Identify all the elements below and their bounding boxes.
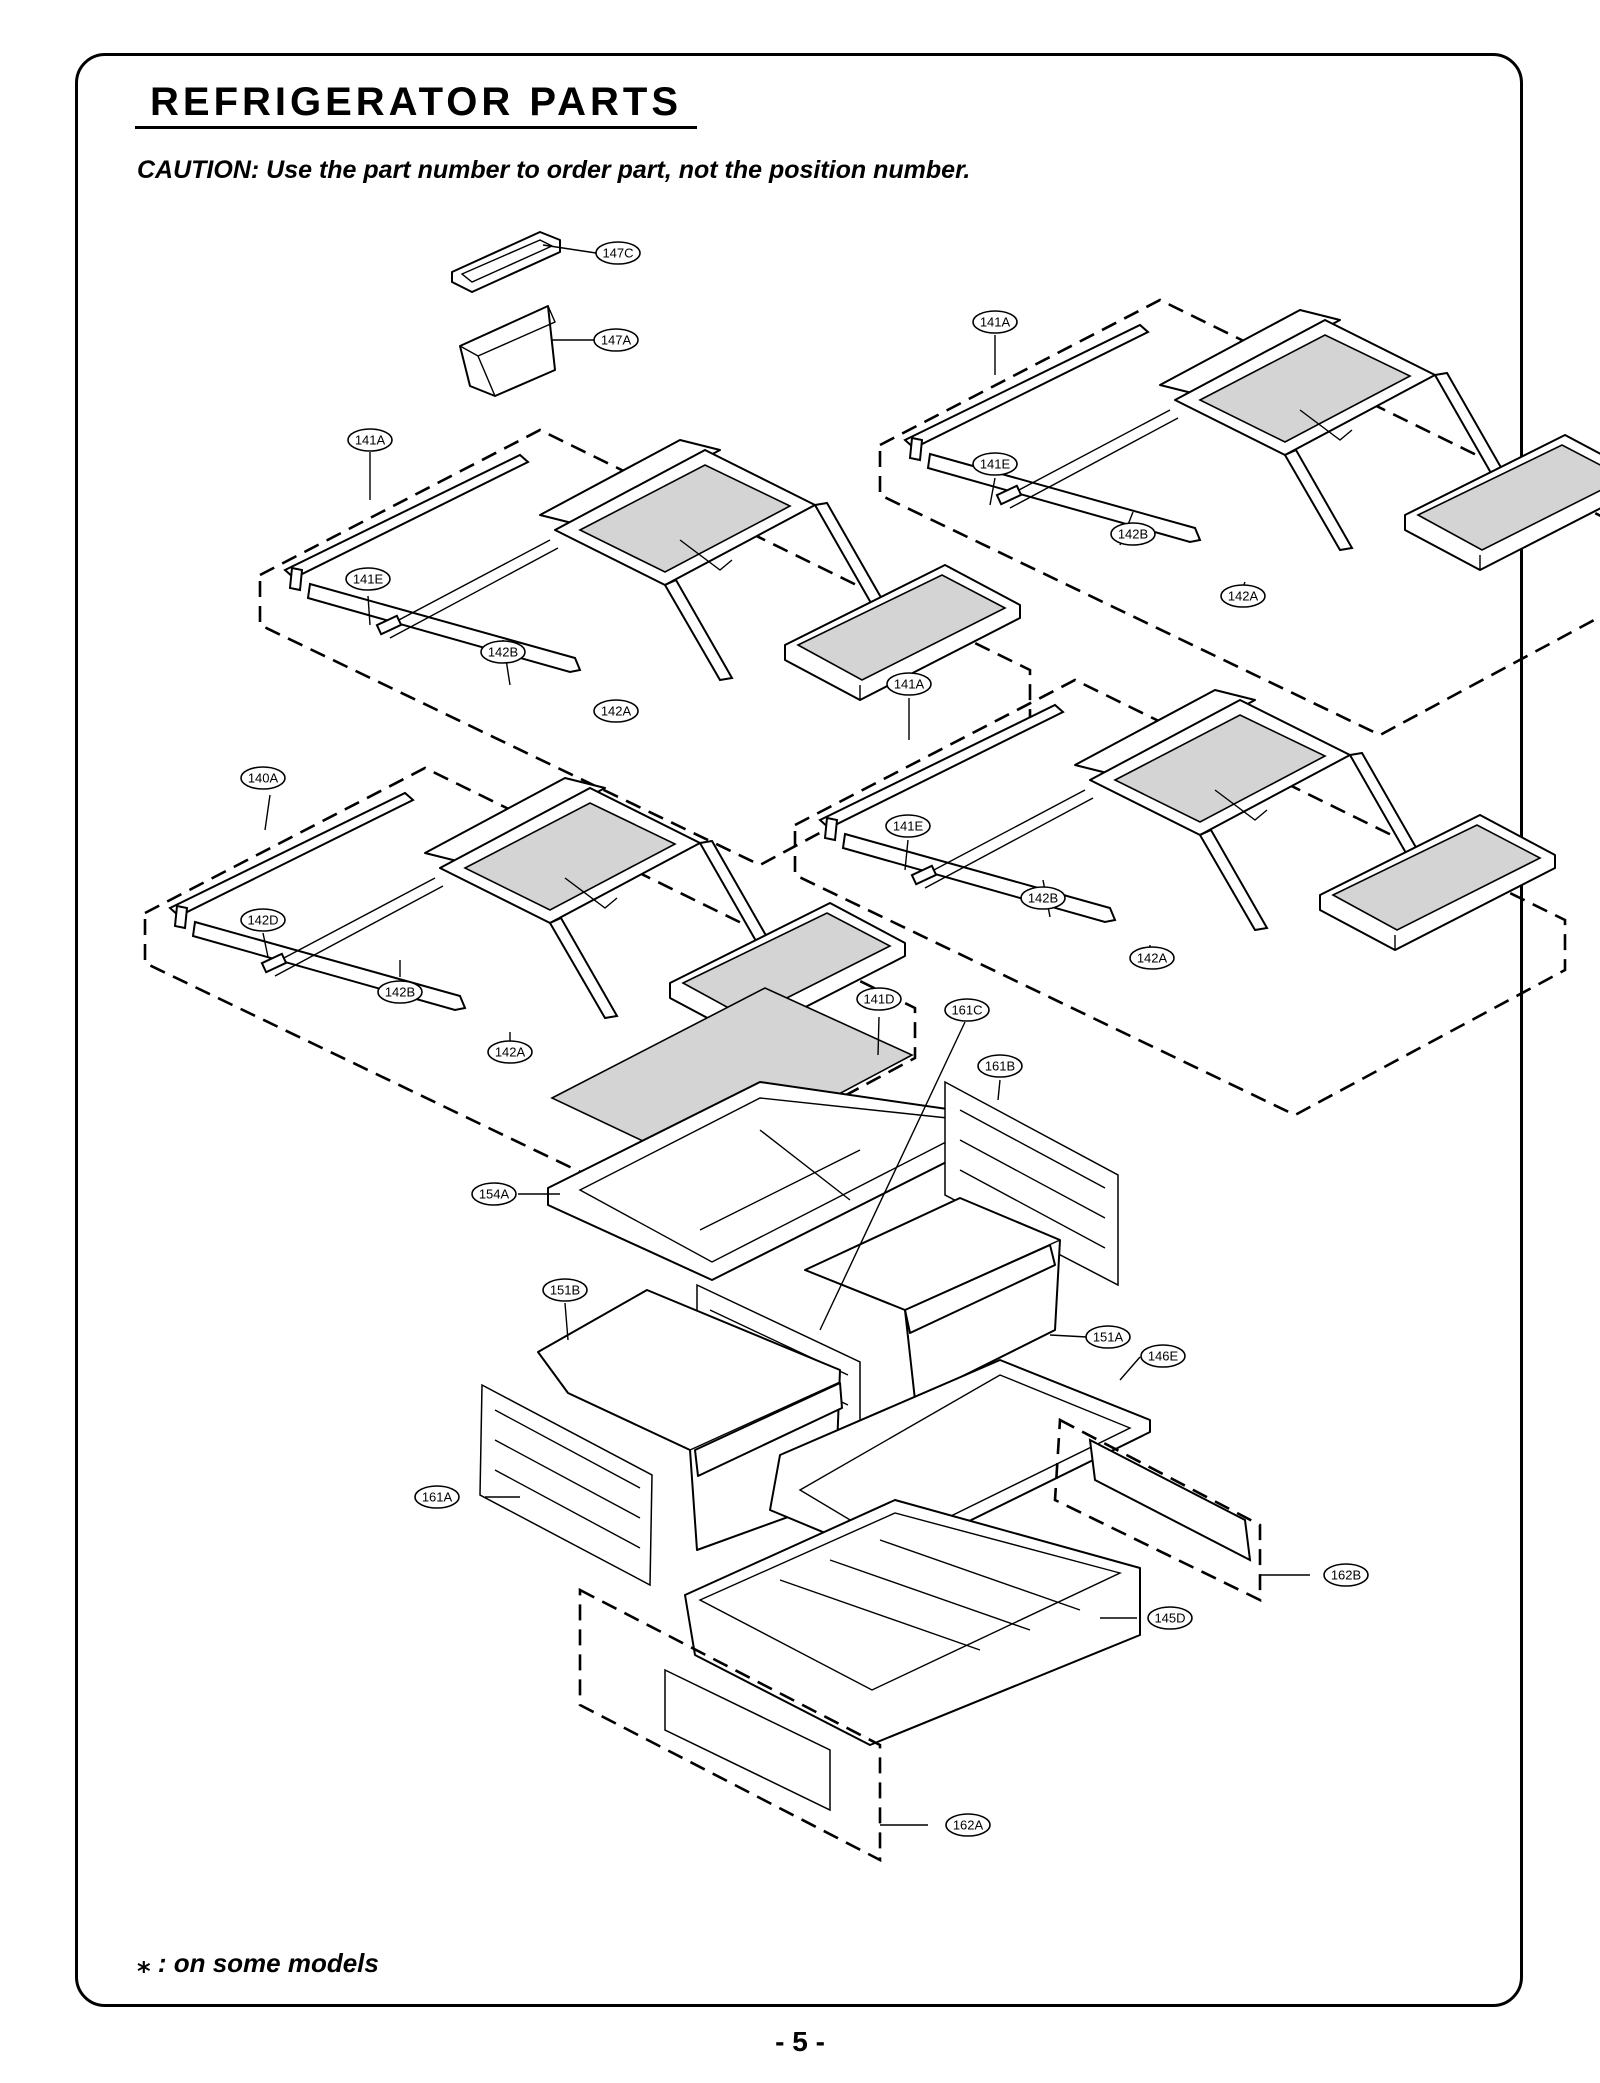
- svg-text:141E: 141E: [980, 457, 1011, 472]
- svg-text:142D: 142D: [247, 913, 278, 928]
- svg-text:162A: 162A: [953, 1818, 984, 1833]
- callout-141A: 141A: [347, 428, 393, 452]
- svg-text:141A: 141A: [894, 677, 925, 692]
- title-underline: [135, 126, 697, 129]
- shelf-assembly-upper-right: [878, 298, 1600, 737]
- svg-text:147C: 147C: [602, 246, 633, 261]
- callout-162B: 162B: [1323, 1563, 1369, 1587]
- drawer-rail-162A: [578, 1587, 882, 1863]
- grille-161A: [479, 1383, 653, 1587]
- svg-text:142A: 142A: [1137, 951, 1168, 966]
- callout-161C: 161C: [944, 998, 990, 1022]
- svg-text:161A: 161A: [422, 1490, 453, 1505]
- callout-140A: 140A: [240, 766, 286, 790]
- svg-text:140A: 140A: [248, 771, 279, 786]
- grille-161B: [944, 1080, 1119, 1287]
- caution-note: CAUTION: Use the part number to order pa…: [137, 156, 971, 184]
- svg-text:161B: 161B: [985, 1059, 1015, 1074]
- bin-lid-147C: [451, 231, 561, 293]
- callout-161A: 161A: [414, 1485, 460, 1509]
- svg-text:145D: 145D: [1154, 1611, 1185, 1626]
- callout-161B: 161B: [977, 1054, 1023, 1078]
- svg-text:141A: 141A: [355, 433, 386, 448]
- svg-text:142B: 142B: [1028, 891, 1058, 906]
- footnote: ⁎ : on some models: [137, 1948, 379, 1978]
- svg-text:161C: 161C: [951, 1003, 982, 1018]
- svg-text:142A: 142A: [1228, 589, 1259, 604]
- callout-146E: 146E: [1140, 1344, 1186, 1368]
- page-frame: [75, 53, 1523, 2007]
- callout-142A: 142A: [1129, 946, 1175, 970]
- svg-text:151B: 151B: [550, 1283, 580, 1298]
- callout-142A: 142A: [593, 699, 639, 723]
- callout-154A: 154A: [471, 1182, 517, 1206]
- callout-142D: 142D: [240, 908, 286, 932]
- callout-142A: 142A: [1220, 584, 1266, 608]
- callout-162A: 162A: [945, 1813, 991, 1837]
- callout-141E: 141E: [972, 452, 1018, 476]
- svg-text:141E: 141E: [353, 572, 384, 587]
- svg-text:142B: 142B: [488, 645, 518, 660]
- callout-142B: 142B: [377, 980, 423, 1004]
- svg-text:162B: 162B: [1331, 1568, 1361, 1583]
- pan-drawer-145D: [684, 1499, 1141, 1746]
- svg-text:142A: 142A: [495, 1045, 526, 1060]
- callout-151B: 151B: [542, 1278, 588, 1302]
- callout-142B: 142B: [1110, 522, 1156, 546]
- callout-145D: 145D: [1147, 1606, 1193, 1630]
- svg-text:141D: 141D: [863, 992, 894, 1007]
- svg-text:142B: 142B: [1118, 527, 1148, 542]
- callout-151A: 151A: [1085, 1325, 1131, 1349]
- callout-147C: 147C: [595, 241, 641, 265]
- svg-text:141E: 141E: [893, 819, 924, 834]
- callout-142A: 142A: [487, 1040, 533, 1064]
- bin-147A: [459, 305, 556, 397]
- leader-lines: [262, 244, 1310, 1826]
- page-number: - 5 -: [775, 2026, 825, 2057]
- callout-141E: 141E: [885, 814, 931, 838]
- callout-142B: 142B: [480, 640, 526, 664]
- callout-147A: 147A: [593, 328, 639, 352]
- callout-141E: 141E: [345, 567, 391, 591]
- shelf-assembly-upper-left: [258, 428, 1032, 867]
- svg-text:142A: 142A: [601, 704, 632, 719]
- svg-text:151A: 151A: [1093, 1330, 1124, 1345]
- crisper-drawer-151B: [537, 1289, 843, 1551]
- drawer-rail-162B: [1053, 1417, 1262, 1603]
- callout-141A: 141A: [972, 310, 1018, 334]
- crisper-drawer-151A: [804, 1197, 1061, 1401]
- svg-text:146E: 146E: [1148, 1349, 1179, 1364]
- callout-141D: 141D: [856, 987, 902, 1011]
- svg-text:147A: 147A: [601, 333, 632, 348]
- svg-text:141A: 141A: [980, 315, 1011, 330]
- shelf-assembly-middle-right: [793, 678, 1567, 1117]
- svg-text:154A: 154A: [479, 1187, 510, 1202]
- callout-141A: 141A: [886, 672, 932, 696]
- callout-142B: 142B: [1020, 886, 1066, 910]
- page-title: REFRIGERATOR PARTS: [150, 80, 683, 124]
- svg-text:142B: 142B: [385, 985, 415, 1000]
